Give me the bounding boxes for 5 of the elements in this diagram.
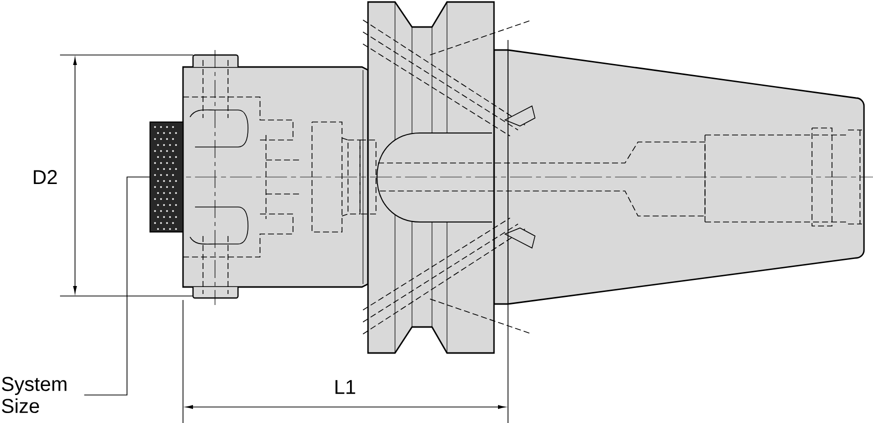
knurled-nut bbox=[150, 122, 184, 232]
dimension-label: L1 bbox=[336, 380, 356, 394]
dimension-label: D2 bbox=[34, 170, 57, 184]
label-text: System Size bbox=[2, 376, 66, 414]
leader-line bbox=[84, 176, 150, 396]
